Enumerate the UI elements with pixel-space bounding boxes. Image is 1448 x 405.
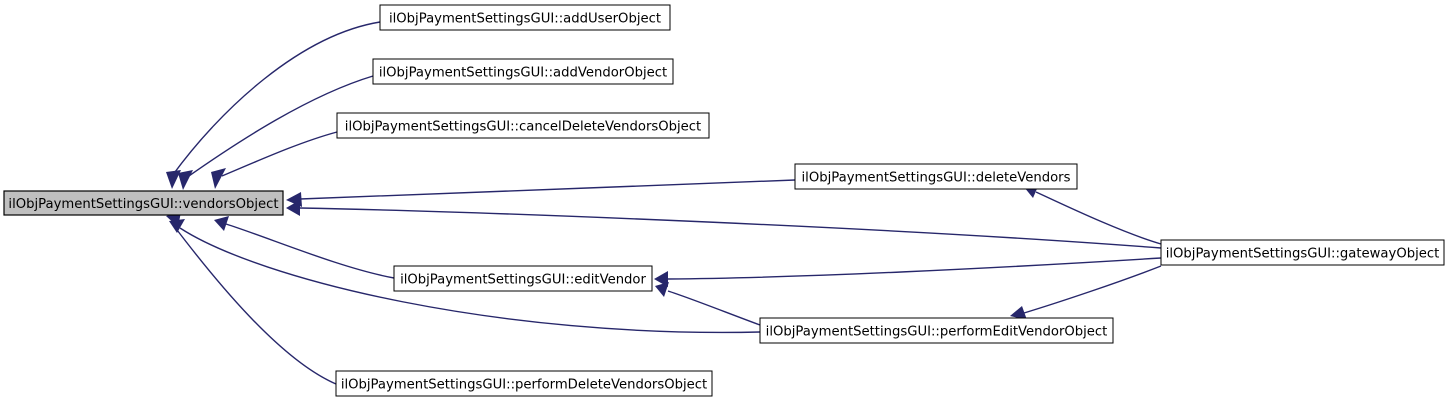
nodes-layer: ilObjPaymentSettingsGUI::vendorsObjectil…: [3, 4, 1445, 397]
call-edge: [654, 257, 1162, 287]
node-label: ilObjPaymentSettingsGUI::gatewayObject: [1166, 247, 1440, 262]
edge-line: [173, 225, 337, 385]
call-edge: [178, 75, 374, 190]
call-edge: [1024, 184, 1162, 245]
graph-node-addUserObject[interactable]: ilObjPaymentSettingsGUI::addUserObject: [379, 4, 671, 31]
graph-node-performEditVendorObject[interactable]: ilObjPaymentSettingsGUI::performEditVend…: [759, 317, 1114, 344]
node-label: ilObjPaymentSettingsGUI::performDeleteVe…: [341, 378, 707, 393]
edge-line: [179, 227, 761, 334]
node-box[interactable]: [1160, 239, 1445, 266]
arrowhead-icon: [654, 271, 668, 287]
call-edge: [286, 179, 796, 207]
node-box[interactable]: [3, 190, 284, 216]
edge-line: [225, 223, 395, 279]
graph-node-editVendor[interactable]: ilObjPaymentSettingsGUI::editVendor: [393, 265, 653, 292]
arrowhead-icon: [214, 216, 229, 231]
node-label: ilObjPaymentSettingsGUI::vendorsObject: [8, 197, 278, 212]
edge-line: [667, 290, 761, 326]
node-label: ilObjPaymentSettingsGUI::cancelDeleteVen…: [345, 120, 701, 135]
graph-node-deleteVendors[interactable]: ilObjPaymentSettingsGUI::deleteVendors: [794, 163, 1078, 190]
node-label: ilObjPaymentSettingsGUI::performEditVend…: [766, 325, 1108, 340]
edge-line: [299, 207, 1162, 249]
arrowhead-icon: [286, 200, 300, 216]
graph-node-performDeleteVendorsObject[interactable]: ilObjPaymentSettingsGUI::performDeleteVe…: [335, 370, 713, 397]
node-box[interactable]: [393, 265, 653, 292]
edge-line: [667, 257, 1162, 280]
node-label: ilObjPaymentSettingsGUI::addVendorObject: [379, 66, 667, 81]
graph-node-cancelDeleteVendorsObject[interactable]: ilObjPaymentSettingsGUI::cancelDeleteVen…: [336, 112, 710, 139]
arrowhead-icon: [655, 282, 669, 297]
graph-node-addVendorObject[interactable]: ilObjPaymentSettingsGUI::addVendorObject: [372, 58, 674, 85]
call-edge: [286, 200, 1162, 249]
arrowhead-icon: [166, 170, 181, 189]
node-label: ilObjPaymentSettingsGUI::editVendor: [400, 273, 646, 288]
node-box[interactable]: [794, 163, 1078, 190]
call-edge: [655, 282, 761, 326]
call-edge: [1010, 265, 1162, 320]
edge-line: [171, 21, 381, 177]
edge-line: [185, 75, 374, 179]
arrowhead-icon: [178, 170, 193, 190]
arrowhead-icon: [1010, 306, 1027, 320]
call-edge: [214, 216, 395, 279]
edges-layer: [166, 21, 1162, 385]
node-box[interactable]: [336, 112, 710, 139]
graph-node-gatewayObject[interactable]: ilObjPaymentSettingsGUI::gatewayObject: [1160, 239, 1445, 266]
call-edge: [211, 131, 338, 189]
edge-line: [1023, 265, 1162, 314]
graph-node-vendorsObject[interactable]: ilObjPaymentSettingsGUI::vendorsObject: [3, 190, 284, 216]
call-edge: [166, 212, 337, 385]
node-label: ilObjPaymentSettingsGUI::addUserObject: [389, 12, 661, 27]
call-edge: [166, 21, 381, 189]
node-box[interactable]: [379, 4, 671, 31]
node-box[interactable]: [372, 58, 674, 85]
node-box[interactable]: [335, 370, 713, 397]
arrowhead-icon: [166, 212, 181, 227]
edge-line: [1035, 191, 1162, 245]
node-box[interactable]: [759, 317, 1114, 344]
arrowhead-icon: [211, 168, 226, 189]
edge-line: [299, 179, 796, 200]
edge-line: [221, 131, 338, 177]
node-label: ilObjPaymentSettingsGUI::deleteVendors: [802, 171, 1071, 186]
